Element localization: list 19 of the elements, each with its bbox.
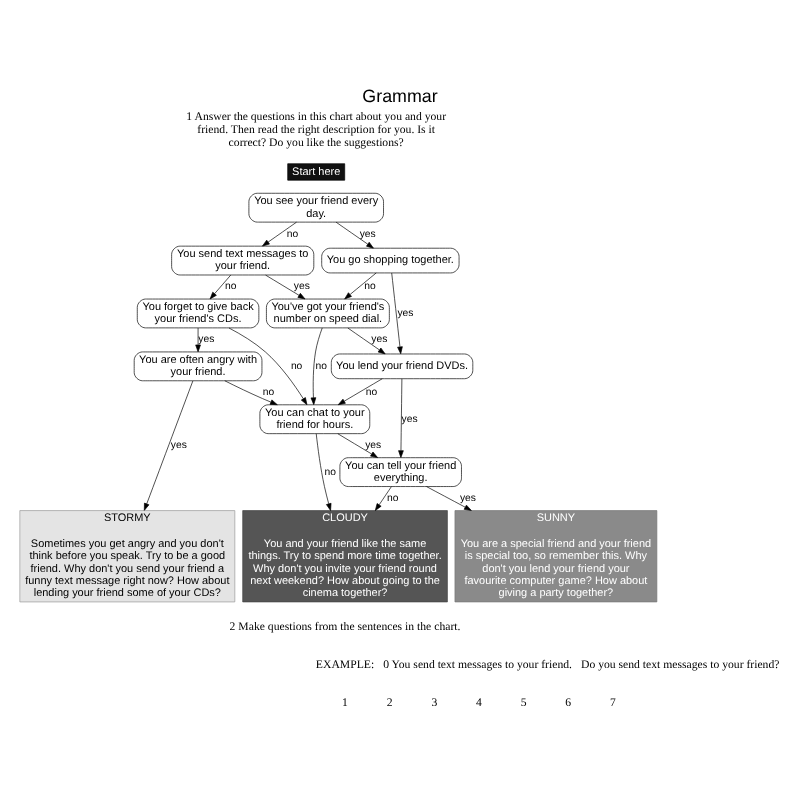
arrow [224, 380, 278, 406]
arrow [337, 433, 378, 458]
arrow [143, 380, 194, 511]
arrow [262, 221, 297, 247]
arrow [344, 272, 377, 300]
arrow [310, 327, 323, 405]
arrow [228, 327, 308, 406]
arrow [337, 378, 383, 406]
arrow [426, 486, 472, 511]
arrow [398, 378, 404, 458]
arrow [347, 327, 386, 355]
arrow [265, 274, 306, 300]
arrow [195, 327, 201, 353]
arrow [374, 486, 392, 511]
diagram-title: Grammar [362, 85, 438, 106]
arrow [391, 272, 403, 355]
arrow [315, 433, 332, 511]
arrow [209, 274, 232, 300]
arrow [335, 221, 374, 249]
